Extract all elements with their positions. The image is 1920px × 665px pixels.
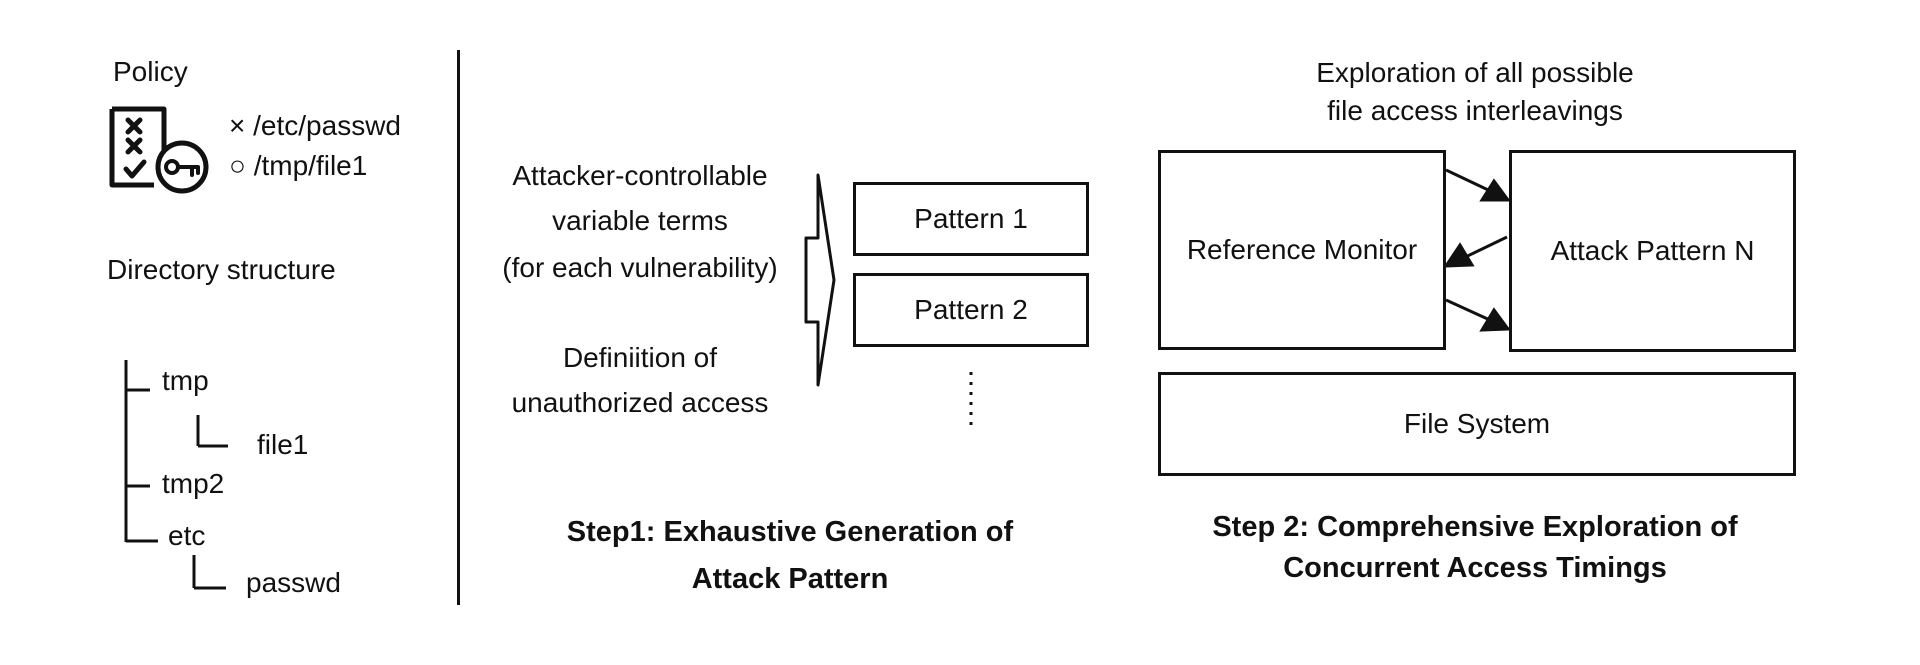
pattern-label: Pattern 2 [914, 294, 1028, 325]
step1-caption-line1: Step1: Exhaustive Generation of [566, 516, 1014, 548]
input-line-3: (for each vulnerability) [502, 252, 778, 283]
step2-header-line2: file access interleavings [1327, 95, 1623, 126]
pattern-box-1: Pattern 1 [853, 182, 1089, 256]
step2-caption-line2: Concurrent Access Timings [1283, 552, 1667, 584]
arrow-head-icon [1479, 178, 1511, 202]
pattern-box-2: Pattern 2 [853, 273, 1089, 347]
policy-heading: Policy [113, 56, 188, 87]
policy-rule-allow: ○ /tmp/file1 [229, 150, 367, 182]
policy-rule-path: /tmp/file1 [253, 150, 368, 181]
reference-monitor-label: Reference Monitor [1186, 234, 1418, 265]
step1-caption-line2: Attack Pattern [691, 563, 889, 595]
block-right-arrow-icon [804, 173, 836, 387]
directory-tree-lines [124, 360, 228, 590]
attack-pattern-label: Attack Pattern N [1550, 235, 1755, 266]
file-system-box: File System [1158, 372, 1796, 476]
arrow-head-icon [1479, 307, 1511, 332]
policy-rule-path: /etc/passwd [253, 110, 401, 141]
input-line-1: Attacker-controllable [512, 160, 768, 191]
step2-caption-line1: Step 2: Comprehensive Exploration of [1212, 511, 1738, 543]
dir-node-passwd: passwd [246, 567, 341, 598]
policy-rule-deny: × /etc/passwd [229, 110, 401, 142]
reference-monitor-box: Reference Monitor [1158, 150, 1446, 350]
deny-mark-icon: × [229, 110, 246, 141]
dir-node-file1: file1 [257, 429, 309, 460]
panel-divider [457, 50, 460, 605]
dir-node-tmp: tmp [162, 365, 209, 396]
attack-pattern-box: Attack Pattern N [1509, 150, 1796, 352]
checklist-key-icon [109, 106, 209, 194]
input-line-2: variable terms [552, 205, 728, 236]
dir-node-tmp2: tmp2 [162, 468, 225, 499]
input-line-4: Definiition of [562, 342, 718, 373]
dir-node-etc: etc [168, 520, 206, 551]
input-line-5: unauthorized access [511, 387, 769, 418]
arrow-head-icon [1443, 242, 1475, 268]
file-system-label: File System [1403, 408, 1551, 439]
directory-heading: Directory structure [107, 254, 336, 285]
step2-header-line1: Exploration of all possible [1316, 57, 1634, 88]
pattern-label: Pattern 1 [914, 203, 1028, 234]
allow-mark-icon: ○ [229, 150, 246, 181]
